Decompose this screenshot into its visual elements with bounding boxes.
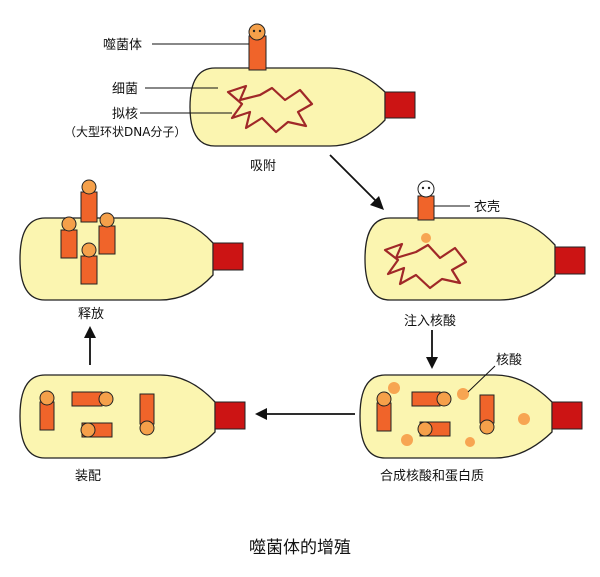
phage-coat-icon (417, 180, 435, 221)
arrow-synthesis-to-assembly (255, 408, 355, 420)
arrow-assembly-to-release (84, 326, 96, 365)
released-phage-icon (60, 216, 78, 259)
nucleoid-label: 拟核 (112, 107, 138, 122)
arrow-adsorption-to-inject (329, 154, 384, 210)
new-phage-icon (39, 390, 55, 431)
new-phage-icon (376, 391, 392, 432)
new-phage-icon (479, 394, 495, 435)
bacterium-label: 细菌 (112, 82, 138, 97)
phage-icon (248, 23, 267, 71)
bacterium-flagellum-block (554, 246, 586, 275)
stage-release-label: 释放 (78, 307, 104, 322)
coat-label: 衣壳 (474, 199, 500, 215)
arrow-inject-to-synthesis (426, 330, 438, 369)
phage-label: 噬菌体 (103, 38, 142, 53)
nucleoid-dna (383, 242, 468, 290)
injected-nucleic-acid (421, 233, 431, 243)
nucleoid-dna (226, 84, 314, 134)
stage-synthesis-label: 合成核酸和蛋白质 (380, 468, 484, 484)
new-phage-icon (80, 422, 113, 438)
diagram-title: 噬菌体的增殖 (249, 538, 351, 558)
stage-adsorption-label: 吸附 (250, 159, 276, 174)
released-phage-icon (80, 242, 98, 285)
bacterium-flagellum-block (384, 91, 416, 119)
nucleic-acid-label: 核酸 (496, 353, 522, 368)
bacterium-release (19, 179, 244, 301)
stage1-leader-lines (140, 43, 249, 114)
stage-inject-label: 注入核酸 (404, 314, 456, 329)
bacterium-flagellum-block (212, 242, 244, 271)
stage-assembly-label: 装配 (75, 469, 101, 484)
nucleic-acid-spots (388, 382, 530, 447)
released-phage-icon (80, 179, 98, 223)
bacterium-inject (364, 180, 586, 301)
bacterium-flagellum-block (551, 401, 583, 430)
new-phage-icon (139, 393, 155, 436)
nucleic-acid-leader-line (467, 365, 496, 393)
bacterium-adsorption (189, 23, 416, 147)
new-phage-icon (411, 391, 452, 407)
nucleoid-note: （大型环状DNA分子） (64, 125, 186, 139)
new-phage-icon (417, 421, 451, 437)
bacterium-assembly (19, 374, 246, 459)
new-phage-icon (71, 391, 114, 407)
bacterium-synthesis (359, 374, 583, 459)
released-phage-icon (98, 212, 116, 255)
bacterium-flagellum-block (214, 401, 246, 430)
